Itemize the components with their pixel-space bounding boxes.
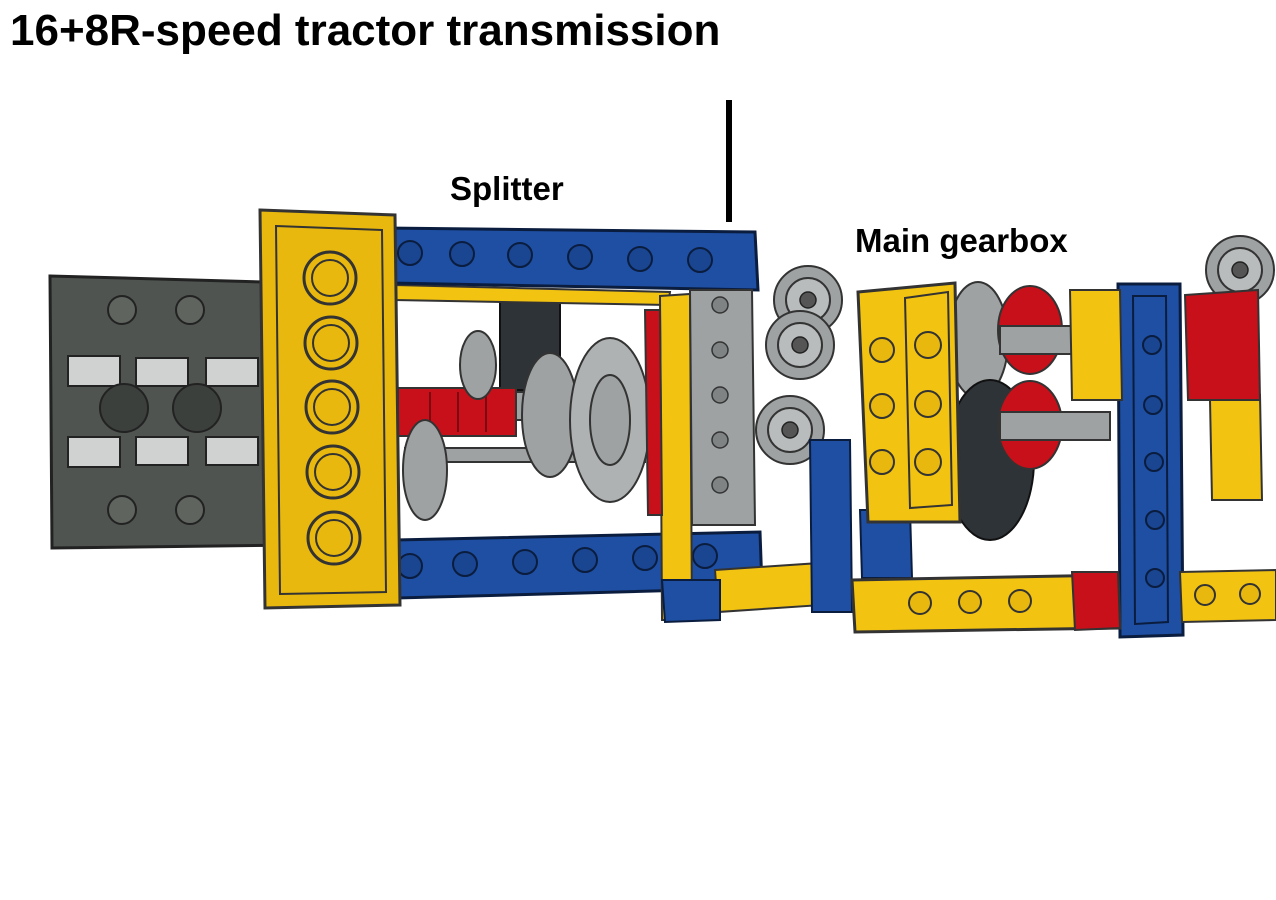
splitter-top-blue-beam (383, 226, 760, 292)
splitter-label: Splitter (450, 170, 564, 207)
main-gearbox-lower-beam (850, 568, 1276, 634)
section-divider (726, 100, 732, 222)
left-yellow-plate (258, 208, 402, 610)
main-gearbox-label: Main gearbox (855, 222, 1068, 259)
lower-yellow-beam (713, 561, 824, 614)
diagram-title: 16+8R-speed tractor transmission (10, 6, 721, 55)
splitter-gears (402, 330, 651, 521)
middle-uprights (643, 289, 757, 624)
main-gearbox-yellow-blocks (856, 281, 1264, 524)
main-gearbox-blue-uprights (808, 282, 1185, 639)
main-gearbox-gears (755, 235, 1275, 541)
